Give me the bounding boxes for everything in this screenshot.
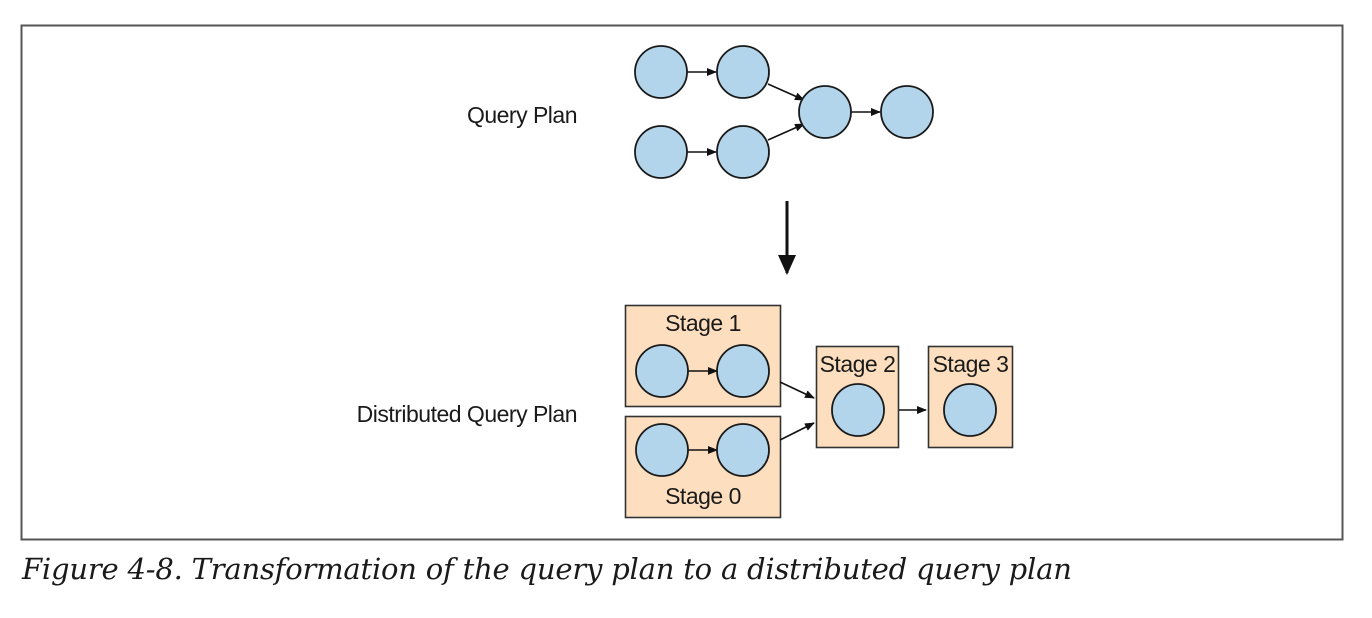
stage-3: Stage 3 <box>927 345 1014 449</box>
node-q2 <box>716 45 770 99</box>
node-q1 <box>634 45 688 99</box>
figure-caption: Figure 4-8. Transformation of the query … <box>22 552 1072 586</box>
stage-2-label: Stage 2 <box>820 351 896 377</box>
node-q6 <box>880 85 934 139</box>
query-plan-label: Query Plan <box>467 102 577 128</box>
stage-1: Stage 1 <box>624 304 782 408</box>
stage-1-label: Stage 1 <box>665 310 741 336</box>
edge-q4-q5 <box>767 123 805 141</box>
stage-0-label: Stage 0 <box>665 483 741 509</box>
node-s3a <box>943 383 997 437</box>
edge-q2-q5 <box>767 83 805 101</box>
stage-3-label: Stage 3 <box>933 351 1009 377</box>
stage-0: Stage 0 <box>624 415 782 519</box>
distributed-query-plan-label: Distributed Query Plan <box>357 401 577 427</box>
edge-s0b-s2a <box>779 422 815 441</box>
node-s2a <box>831 383 885 437</box>
node-q5 <box>798 85 852 139</box>
edge-s1b-s2a <box>779 381 815 399</box>
node-s1b <box>716 344 770 398</box>
node-s1a <box>635 344 689 398</box>
query-plan-edges <box>687 68 881 156</box>
node-q3 <box>634 125 688 179</box>
stage-2: Stage 2 <box>815 345 900 449</box>
node-s0a <box>635 423 689 477</box>
query-plan-nodes <box>634 45 934 179</box>
node-s0b <box>716 423 770 477</box>
node-q4 <box>716 125 770 179</box>
inter-stage-edges <box>779 381 927 441</box>
